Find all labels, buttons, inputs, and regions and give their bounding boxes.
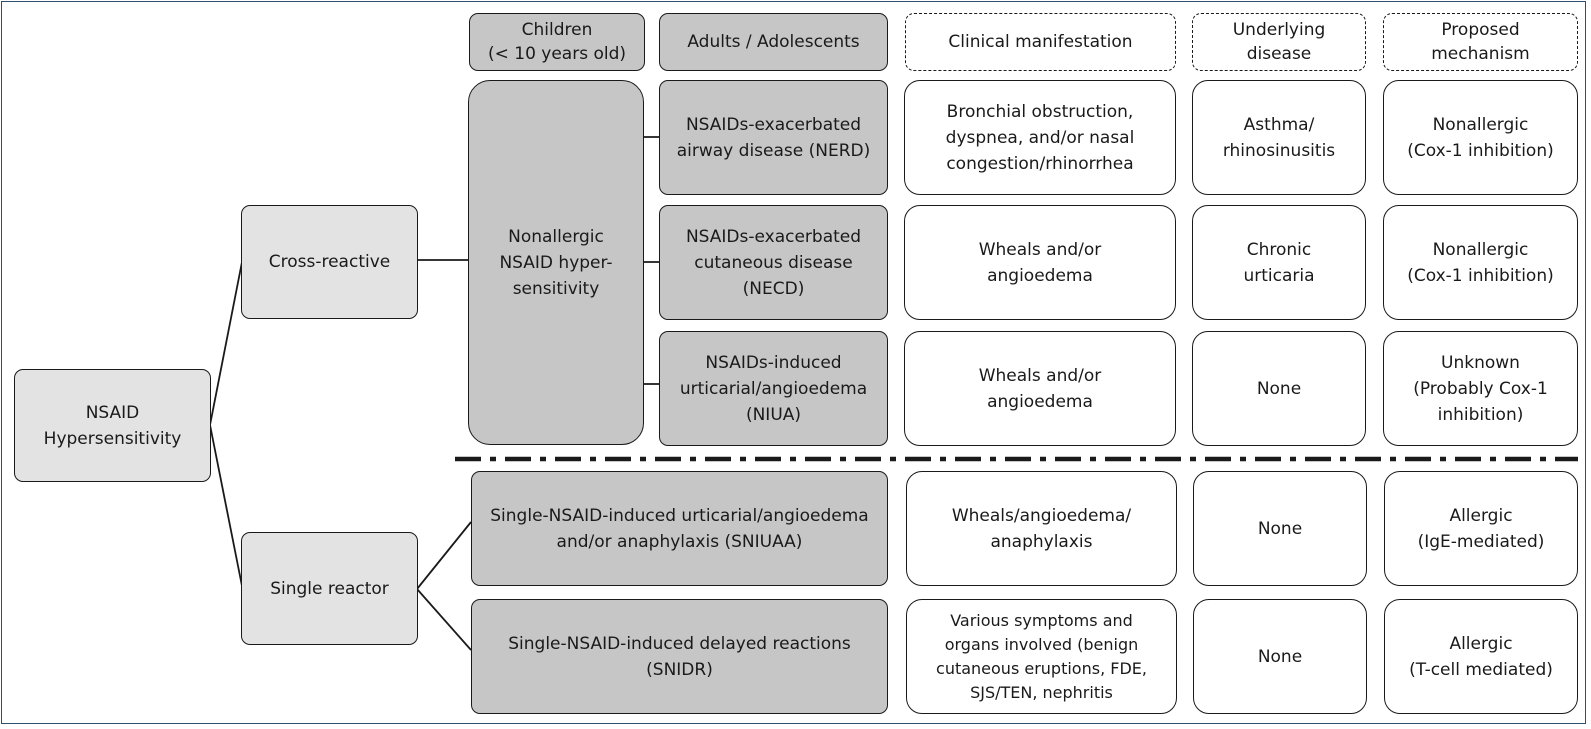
disease-snidr: None xyxy=(1193,599,1367,714)
type-sniuaa: Single-NSAID-induced urticarial/angioede… xyxy=(471,471,888,586)
mechanism-snidr: Allergic (T-cell mediated) xyxy=(1384,599,1578,714)
root-node: NSAID Hypersensitivity xyxy=(14,369,211,482)
clinical-nerd: Bronchial obstruction, dyspnea, and/or n… xyxy=(904,80,1176,195)
type-niua: NSAIDs-induced urticarial/angioedema (NI… xyxy=(659,331,888,446)
mechanism-nerd: Nonallergic (Cox-1 inhibition) xyxy=(1383,80,1578,195)
header-clinical: Clinical manifestation xyxy=(905,13,1176,71)
cross-reactive-node: Cross-reactive xyxy=(241,205,418,319)
single-reactor-node: Single reactor xyxy=(241,532,418,645)
connector-root-cross xyxy=(209,261,243,426)
type-necd: NSAIDs-exacerbated cutaneous disease (NE… xyxy=(659,205,888,320)
header-mechanism: Proposed mechanism xyxy=(1383,13,1578,71)
header-disease: Underlying disease xyxy=(1192,13,1366,71)
connector-root-single xyxy=(209,424,243,587)
disease-necd: Chronic urticaria xyxy=(1192,205,1366,320)
disease-niua: None xyxy=(1192,331,1366,446)
header-adults: Adults / Adolescents xyxy=(659,13,888,71)
type-snidr: Single-NSAID-induced delayed reactions (… xyxy=(471,599,888,714)
clinical-necd: Wheals and/or angioedema xyxy=(904,205,1176,320)
header-children: Children (< 10 years old) xyxy=(469,13,645,71)
clinical-sniuaa: Wheals/angioedema/ anaphylaxis xyxy=(906,471,1177,586)
connector-single-snidr xyxy=(416,588,472,651)
type-nerd: NSAIDs-exacerbated airway disease (NERD) xyxy=(659,80,888,195)
clinical-snidr: Various symptoms and organs involved (be… xyxy=(906,599,1177,714)
clinical-niua: Wheals and/or angioedema xyxy=(904,331,1176,446)
connector-single-sniuaa xyxy=(416,521,472,590)
mechanism-niua: Unknown (Probably Cox-1 inhibition) xyxy=(1383,331,1578,446)
disease-nerd: Asthma/ rhinosinusitis xyxy=(1192,80,1366,195)
mechanism-necd: Nonallergic (Cox-1 inhibition) xyxy=(1383,205,1578,320)
nonallergic-node: Nonallergic NSAID hyper- sensitivity xyxy=(468,80,644,445)
mechanism-sniuaa: Allergic (IgE-mediated) xyxy=(1384,471,1578,586)
disease-sniuaa: None xyxy=(1193,471,1367,586)
